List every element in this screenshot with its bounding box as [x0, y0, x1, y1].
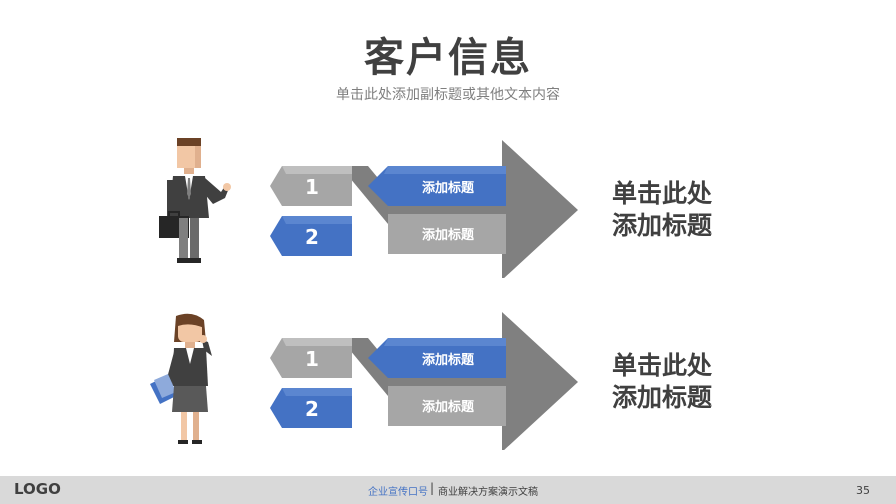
- chip-2-label: 2: [305, 225, 319, 249]
- box-top-label: 添加标题: [422, 180, 475, 196]
- footer-separator: |: [430, 481, 435, 495]
- chip-1-shape: [270, 338, 352, 378]
- row-1-description-line-2: 添加标题: [612, 211, 713, 240]
- box-top-label: 添加标题: [422, 352, 475, 368]
- footer-bar: LOGO 企业宣传口号 | 商业解决方案演示文稿 35: [0, 476, 896, 504]
- chip-1-label: 1: [305, 347, 319, 371]
- box-bottom-label: 添加标题: [422, 399, 475, 415]
- page-subtitle: 单击此处添加副标题或其他文本内容: [336, 87, 560, 103]
- box-bottom-shape: [388, 386, 506, 426]
- businesswoman-icon: [150, 313, 212, 444]
- flow-arrow-graphic: 1 2 添加标题 添加标题: [270, 140, 578, 278]
- big-arrow-shape: [388, 312, 578, 450]
- chip-2-shape: [270, 388, 352, 428]
- row-2-description-line-2: 添加标题: [612, 383, 713, 412]
- document-title: 商业解决方案演示文稿: [438, 487, 538, 498]
- big-arrow-shape: [388, 140, 578, 278]
- chip-2-label: 2: [305, 397, 319, 421]
- row-2-description-line-1: 单击此处: [612, 351, 713, 380]
- row-1-description-line-1: 单击此处: [612, 179, 713, 208]
- page-title: 客户信息: [364, 35, 532, 81]
- row-1-description: 单击此处 添加标题: [612, 178, 712, 242]
- chip-1-shape: [270, 166, 352, 206]
- info-row-2: 1 2 添加标题 添加标题 单击此处 添加标题: [0, 310, 896, 450]
- chip-1-label: 1: [305, 175, 319, 199]
- flow-arrow-graphic: 1 2 添加标题 添加标题: [270, 312, 578, 450]
- box-top-shape: [368, 166, 506, 206]
- businessman-icon: [159, 138, 231, 263]
- row-2-description: 单击此处 添加标题: [612, 350, 712, 414]
- box-top-shape: [368, 338, 506, 378]
- chip-2-shape: [270, 216, 352, 256]
- box-bottom-label: 添加标题: [422, 227, 475, 243]
- info-row-1: 1 2 添加标题 添加标题 单击此处 添加标题: [0, 138, 896, 278]
- page-number: 35: [856, 484, 870, 497]
- logo: LOGO: [14, 480, 61, 498]
- box-bottom-shape: [388, 214, 506, 254]
- company-slogan: 企业宣传口号: [368, 487, 428, 498]
